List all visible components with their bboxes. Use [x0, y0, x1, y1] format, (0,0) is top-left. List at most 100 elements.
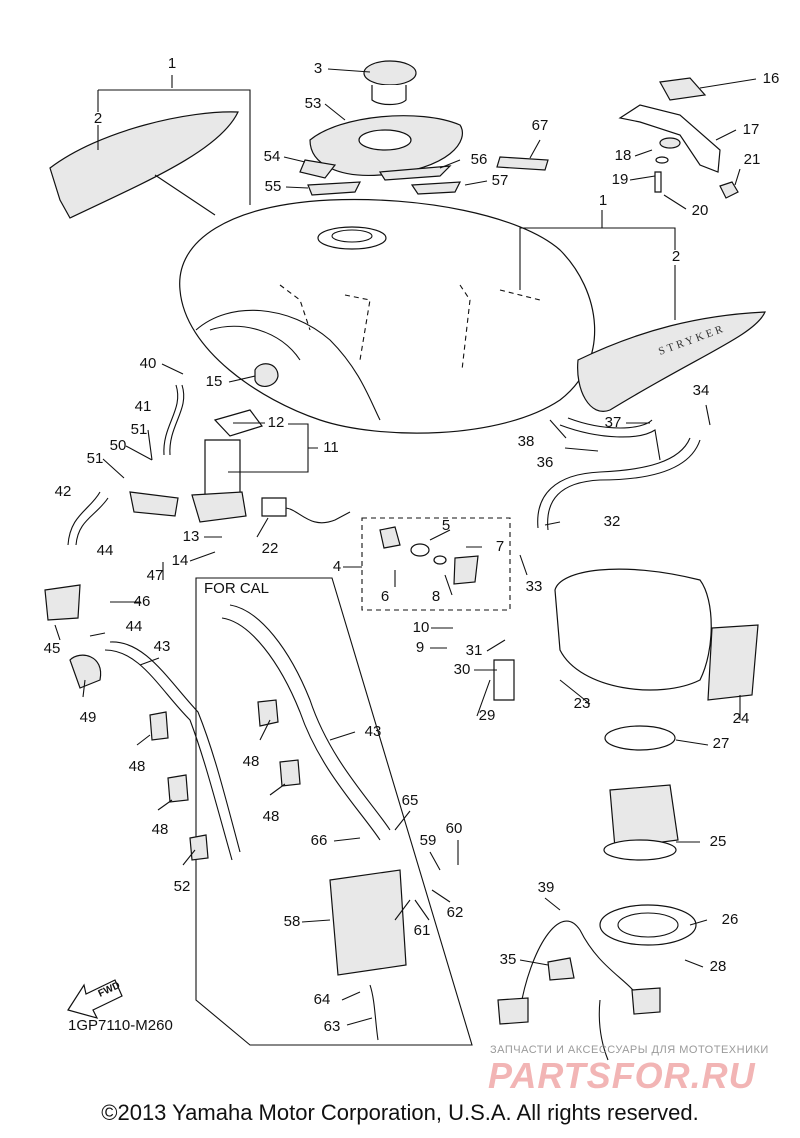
callout: 28 [710, 958, 727, 975]
callout: 59 [420, 832, 437, 849]
callouts: 1 1 2 2 3 4 5 6 7 8 9 10 11 12 13 14 15 … [44, 55, 780, 1035]
callout: 11 [323, 439, 339, 456]
callout: 48 [243, 753, 260, 770]
callout: 48 [152, 821, 169, 838]
hose-39 [519, 920, 641, 1011]
callout: 40 [140, 355, 157, 372]
callout: 62 [447, 904, 464, 921]
callout: 12 [268, 414, 285, 431]
callout: 32 [604, 513, 621, 530]
callout: 6 [381, 588, 389, 605]
callout: 57 [492, 172, 509, 189]
callout: 30 [454, 661, 471, 678]
callout: 20 [692, 202, 709, 219]
for-cal-box [195, 577, 473, 1046]
leader-lines [54, 68, 757, 1026]
fwd-arrow-icon: FWD [67, 979, 123, 1019]
callout: 3 [314, 60, 322, 77]
tank-emblem-left [49, 111, 239, 219]
callout: 64 [314, 991, 331, 1008]
callout: 2 [672, 248, 680, 265]
hose-41 [169, 384, 185, 456]
fuel-tank [179, 198, 596, 434]
callout: 53 [305, 95, 322, 112]
callout: 45 [44, 640, 61, 657]
callout: 13 [183, 528, 200, 545]
callout: 60 [446, 820, 463, 837]
watermark-logo: PARTSFOR.RU [488, 1055, 756, 1096]
tank-emblem-right: STRYKER [577, 311, 766, 412]
sender-unit-box [361, 517, 511, 611]
callout: 44 [126, 618, 143, 635]
callout: 38 [518, 433, 535, 450]
callout: 46 [134, 593, 151, 610]
callout: 51 [131, 421, 148, 438]
callout: 41 [135, 398, 152, 415]
callout: 1 [168, 55, 176, 72]
callout: 35 [500, 951, 517, 968]
callout: 56 [471, 151, 488, 168]
callout: 49 [80, 709, 97, 726]
callout: 21 [744, 151, 761, 168]
callout: 16 [763, 70, 780, 87]
callout: 43 [154, 638, 171, 655]
diagram-code: 1GP7110-M260 [68, 1017, 173, 1034]
callout: 58 [284, 913, 301, 930]
callout: 65 [402, 792, 419, 809]
callout: 2 [94, 110, 102, 127]
callout: 10 [413, 619, 430, 636]
callout: 36 [537, 454, 554, 471]
callout: 22 [262, 540, 279, 557]
fuel-tank-lower [554, 568, 712, 691]
hose-42 [67, 491, 101, 546]
fuel-cap [363, 60, 417, 86]
callout: 33 [526, 578, 543, 595]
callout: 1 [599, 192, 607, 209]
callout: 25 [710, 833, 727, 850]
callout: 31 [466, 642, 483, 659]
callout: 29 [479, 707, 496, 724]
callout: 15 [206, 373, 223, 390]
callout: 34 [693, 382, 710, 399]
callout: 61 [414, 922, 431, 939]
callout: 5 [442, 517, 450, 534]
callout: 23 [574, 695, 591, 712]
hose-43-left [104, 649, 233, 861]
callout: 55 [265, 178, 282, 195]
callout: 7 [496, 538, 504, 555]
callout: 27 [713, 735, 730, 752]
callout: 37 [605, 414, 622, 431]
callout: 39 [538, 879, 555, 896]
copyright-notice: ©2013 Yamaha Motor Corporation, U.S.A. A… [101, 1100, 699, 1125]
callout: 50 [110, 437, 127, 454]
watermark-subtitle: ЗАПЧАСТИ И АКСЕССУАРЫ ДЛЯ МОТОТЕХНИКИ [490, 1044, 769, 1056]
callout: 24 [733, 710, 750, 727]
pump-retainer-plate [599, 904, 697, 946]
callout: 54 [264, 148, 281, 165]
callout: 14 [172, 552, 189, 569]
callout: 9 [416, 639, 424, 656]
callout: 63 [324, 1018, 341, 1035]
callout: 26 [722, 911, 739, 928]
callout: 52 [174, 878, 191, 895]
vent-hose-32 [547, 439, 701, 531]
callout: 66 [311, 832, 328, 849]
callout: 51 [87, 450, 104, 467]
callout: 8 [432, 588, 440, 605]
callout: 17 [743, 121, 760, 138]
fuel-hose-36 [559, 424, 661, 461]
callout: 43 [365, 723, 382, 740]
charcoal-canister [329, 869, 407, 976]
o-ring [604, 725, 676, 751]
callout: 48 [263, 808, 280, 825]
for-cal-label: FOR CAL [204, 580, 270, 597]
callout: 19 [612, 171, 629, 188]
callout: 67 [532, 117, 549, 134]
callout: 48 [129, 758, 146, 775]
callout: 42 [55, 483, 72, 500]
callout: 4 [333, 558, 341, 575]
callout: 18 [615, 147, 632, 164]
mount-bracket [618, 104, 721, 173]
fuel-pump-module [609, 784, 679, 849]
